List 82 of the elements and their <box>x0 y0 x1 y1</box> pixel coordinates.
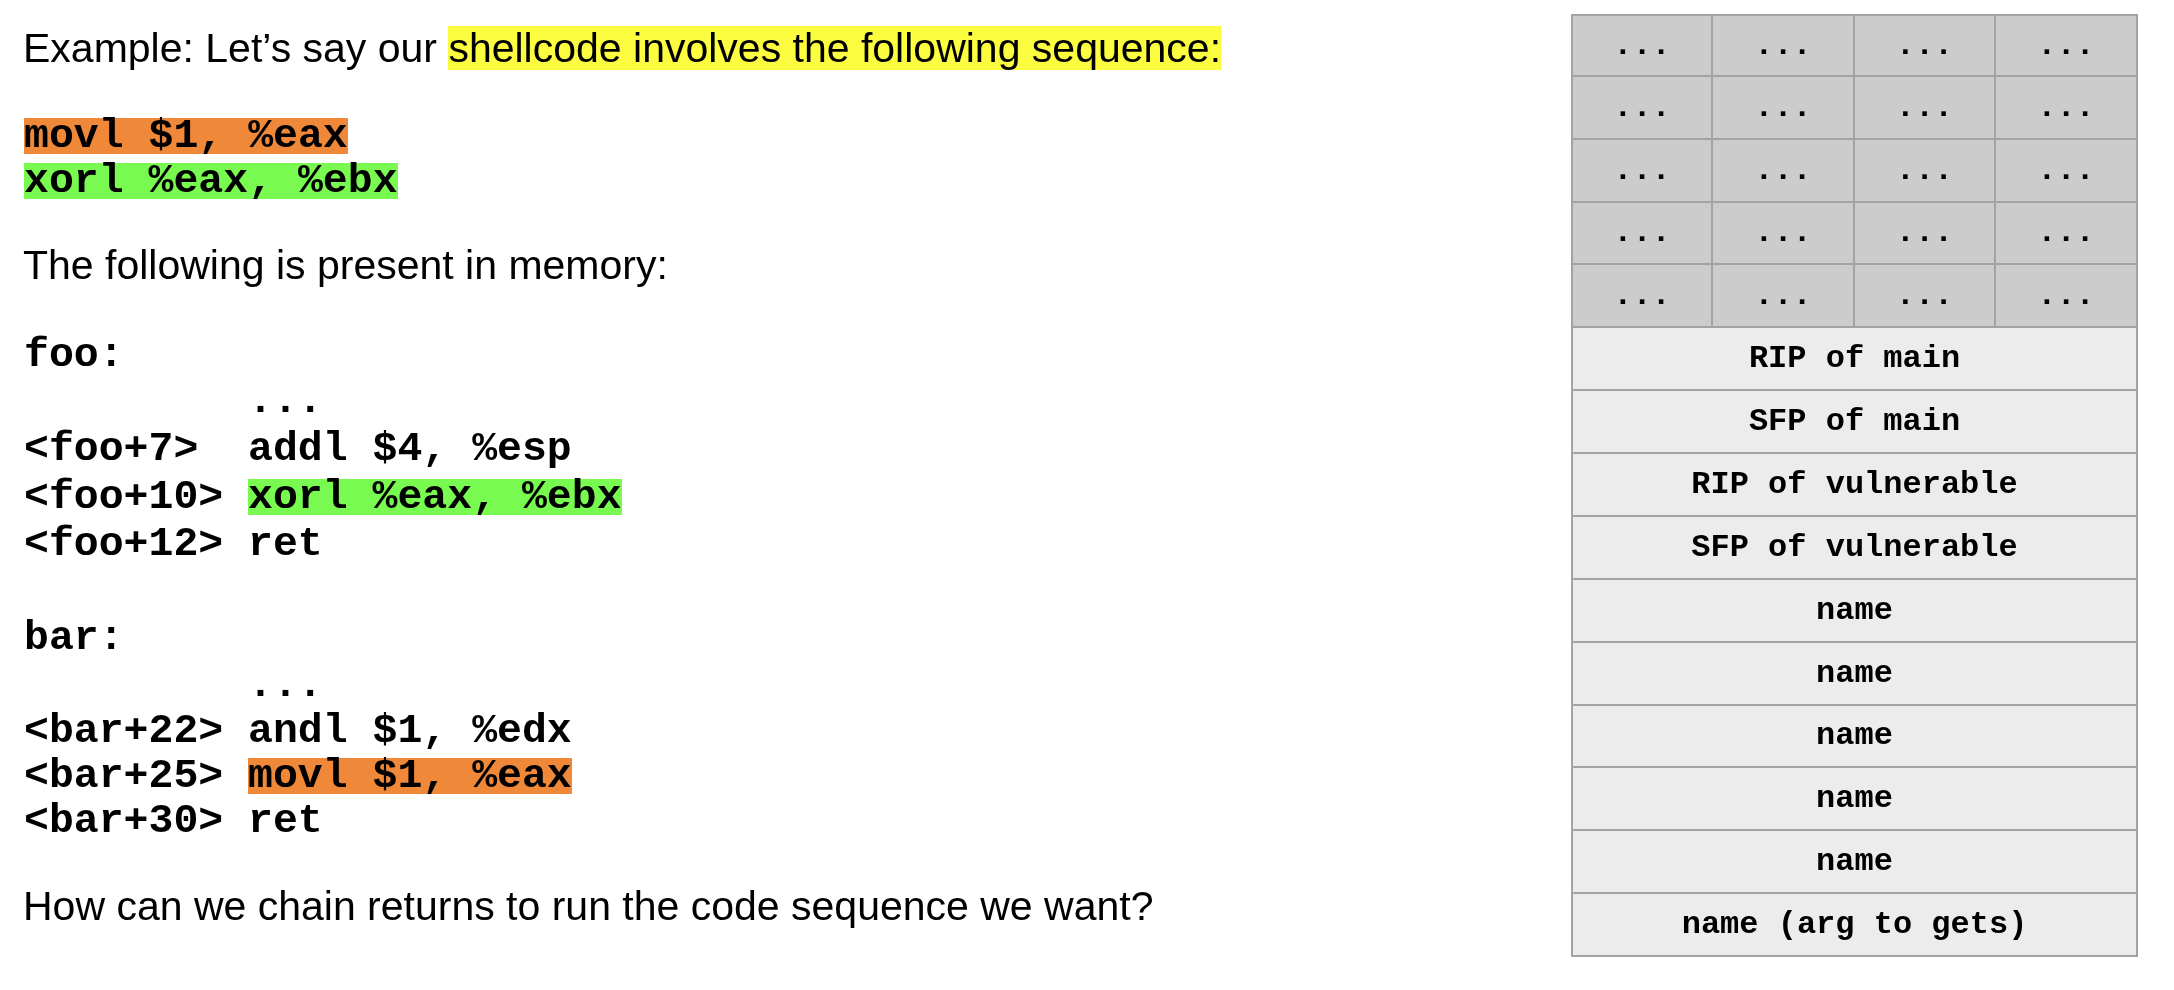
slot-label: ... <box>1895 88 1954 127</box>
code-address: <foo+7> <box>24 431 199 467</box>
memory-cell <box>1571 14 1713 77</box>
code-ellipsis: ... <box>248 383 323 419</box>
stack-slot <box>1571 768 2138 831</box>
stack-slot <box>1571 391 2138 454</box>
slot-label: ... <box>1754 26 1812 65</box>
slot-label: ... <box>1613 214 1671 252</box>
stack-slot <box>1571 894 2138 957</box>
memory-cell <box>1996 140 2138 203</box>
memory-cell <box>1571 203 1713 265</box>
question-text: How can we chain returns to run the code sequence we want? <box>23 884 1154 928</box>
stack-slot <box>1571 580 2138 643</box>
code-address: <bar+25> <box>24 758 224 794</box>
function-label: bar: <box>24 620 124 656</box>
slot-label: RIP of vulnerable <box>1691 465 2018 504</box>
memory-cell <box>1571 140 1713 203</box>
slot-label: ... <box>1895 151 1954 190</box>
slot-label: ... <box>1754 151 1812 190</box>
memory-cell <box>1571 77 1713 140</box>
slot-label: ... <box>1895 214 1954 252</box>
slot-label: ... <box>2037 151 2095 190</box>
stack-slot <box>1571 517 2138 580</box>
slot-label: ... <box>1895 276 1954 315</box>
memory-cell <box>1713 265 1855 328</box>
code-address: <bar+30> <box>24 803 224 839</box>
slot-label: ... <box>1754 88 1812 127</box>
highlighted-text: shellcode involves the following sequence: <box>448 26 1222 70</box>
code-line: ret <box>248 803 323 839</box>
slot-label: ... <box>1613 151 1671 190</box>
slot-label: name <box>1816 654 1893 693</box>
code-address: <foo+10> <box>24 479 224 515</box>
slot-label: name (arg to gets) <box>1681 905 2028 944</box>
slot-label: SFP of vulnerable <box>1691 528 2018 567</box>
highlighted-code: xorl %eax, %ebx <box>248 479 622 515</box>
slot-label: ... <box>2037 88 2095 127</box>
function-label: foo: <box>24 337 124 373</box>
memory-cell <box>1996 77 2138 140</box>
slot-label: ... <box>2037 214 2095 252</box>
stack-slot <box>1571 831 2138 894</box>
code-line: addl $4, %esp <box>248 431 572 467</box>
memory-cell <box>1855 14 1996 77</box>
slot-label: ... <box>1754 276 1812 315</box>
memory-cell <box>1996 265 2138 328</box>
intro-text: Example: Let’s say our <box>23 26 437 70</box>
stack-slot <box>1571 706 2138 768</box>
memory-cell <box>1713 140 1855 203</box>
slot-label: name <box>1816 842 1893 881</box>
highlighted-code: xorl %eax, %ebx <box>24 163 398 199</box>
memory-cell <box>1571 265 1713 328</box>
code-line: andl $1, %edx <box>248 713 572 749</box>
slot-label: RIP of main <box>1748 339 1961 378</box>
slot-label: ... <box>1613 26 1671 65</box>
memory-cell <box>1996 203 2138 265</box>
memory-cell <box>1713 203 1855 265</box>
slot-label: name <box>1816 591 1893 630</box>
memory-cell <box>1855 77 1996 140</box>
memory-cell <box>1713 14 1855 77</box>
memory-cell <box>1996 14 2138 77</box>
highlighted-code: movl $1, %eax <box>24 118 348 154</box>
highlighted-code: movl $1, %eax <box>248 758 572 794</box>
memory-cell <box>1855 140 1996 203</box>
slot-label: ... <box>1754 214 1812 252</box>
slot-label: ... <box>1613 276 1671 315</box>
slot-label: SFP of main <box>1748 402 1961 441</box>
code-line: ret <box>248 526 323 562</box>
memory-cell <box>1855 265 1996 328</box>
slot-label: name <box>1816 779 1893 818</box>
code-address: <foo+12> <box>24 526 224 562</box>
stack-slot <box>1571 454 2138 517</box>
stack-slot <box>1571 643 2138 706</box>
body-text: The following is present in memory: <box>23 243 668 287</box>
slot-label: ... <box>1613 88 1671 127</box>
slot-label: ... <box>2037 26 2095 65</box>
memory-cell <box>1855 203 1996 265</box>
code-ellipsis: ... <box>248 667 323 703</box>
slot-label: name <box>1816 717 1893 755</box>
memory-cell <box>1713 77 1855 140</box>
code-address: <bar+22> <box>24 713 224 749</box>
slot-label: ... <box>2037 276 2095 315</box>
slot-label: ... <box>1895 26 1954 65</box>
stack-slot <box>1571 328 2138 391</box>
